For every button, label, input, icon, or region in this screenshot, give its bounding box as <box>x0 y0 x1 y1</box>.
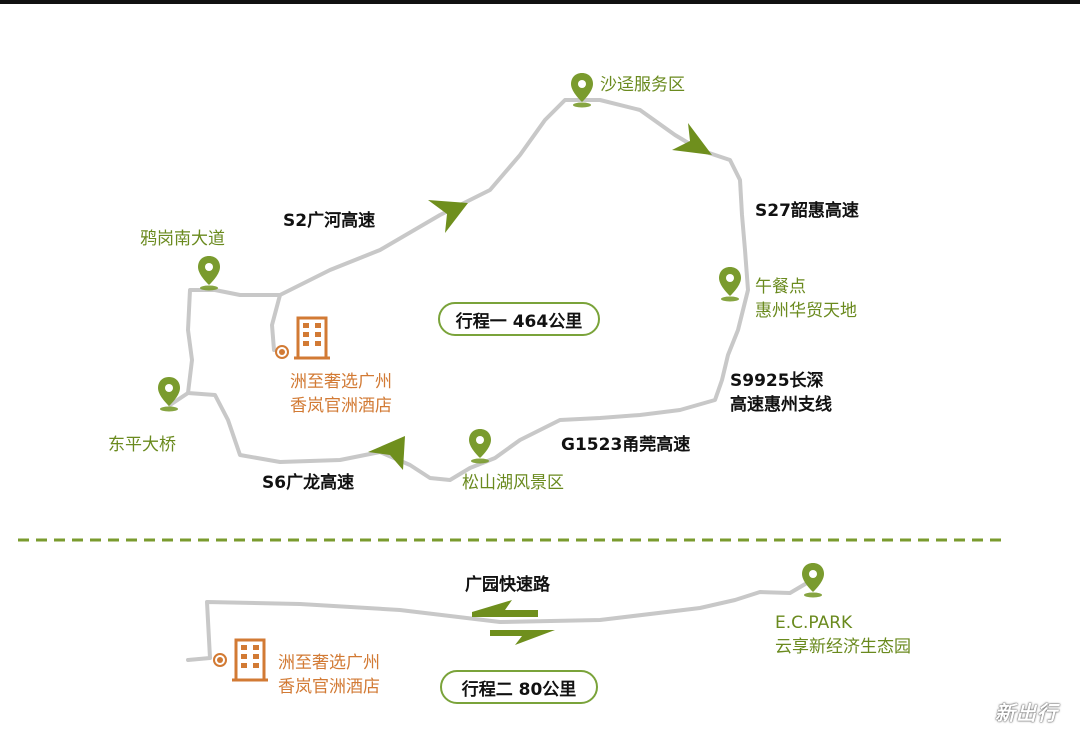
trip2-hotel-name-line1: 洲至奢选广州 <box>278 653 380 673</box>
road-s9925-label-line2: 高速惠州支线 <box>730 395 832 415</box>
ecpark-label-line1: E.C.PARK <box>775 613 853 633</box>
road-s9925-label-line1: S9925长深 <box>730 371 824 391</box>
yagang-pin-icon <box>198 256 220 291</box>
top-border <box>0 0 1080 4</box>
ecpark-label-line2: 云享新经济生态园 <box>775 637 911 657</box>
trip2-summary-badge: 行程二 80公里 <box>440 670 598 704</box>
trip1-hotel-building-icon <box>275 316 330 360</box>
dongping-pin-icon <box>158 377 180 412</box>
songshan-label: 松山湖风景区 <box>462 473 564 493</box>
trip1-hotel-name-line1: 洲至奢选广州 <box>290 372 392 392</box>
arrow-s27 <box>672 123 712 155</box>
trip1-route-line <box>186 98 750 482</box>
road-g1523-label: G1523甬莞高速 <box>561 435 691 455</box>
dongping-label: 东平大桥 <box>108 435 176 455</box>
trip1-hotel-name-line2: 香岚官洲酒店 <box>290 396 392 416</box>
trip1-dongping-spur <box>168 391 190 407</box>
watermark-logo: 新出行 <box>995 701 1058 725</box>
trip2-route-line <box>186 578 814 662</box>
trip2-hotel-building-icon <box>213 638 268 682</box>
road-s27-label: S27韶惠高速 <box>755 201 859 221</box>
road-s2-label: S2广河高速 <box>283 211 376 231</box>
trip1-hotel-spur <box>269 293 282 352</box>
arrow-guangyuan-west <box>472 600 538 617</box>
service-area-pin-icon <box>571 73 593 108</box>
lunch-label-line2: 惠州华贸天地 <box>755 301 857 321</box>
songshan-pin-icon <box>469 429 491 464</box>
road-guangyuan-label: 广园快速路 <box>465 575 550 595</box>
yagang-label: 鸦岗南大道 <box>140 229 225 249</box>
ecpark-pin-icon <box>802 563 824 598</box>
arrow-s2 <box>428 200 468 233</box>
arrow-guangyuan-east <box>490 630 555 645</box>
service-area-label: 沙迳服务区 <box>600 75 685 95</box>
trip2-hotel-name-line2: 香岚官洲酒店 <box>278 677 380 697</box>
road-s6-label: S6广龙高速 <box>262 473 355 493</box>
lunch-label-line1: 午餐点 <box>755 277 806 297</box>
lunch-pin-icon <box>719 267 741 302</box>
trip1-summary-badge: 行程一 464公里 <box>438 302 600 336</box>
arrow-s6 <box>368 436 405 470</box>
